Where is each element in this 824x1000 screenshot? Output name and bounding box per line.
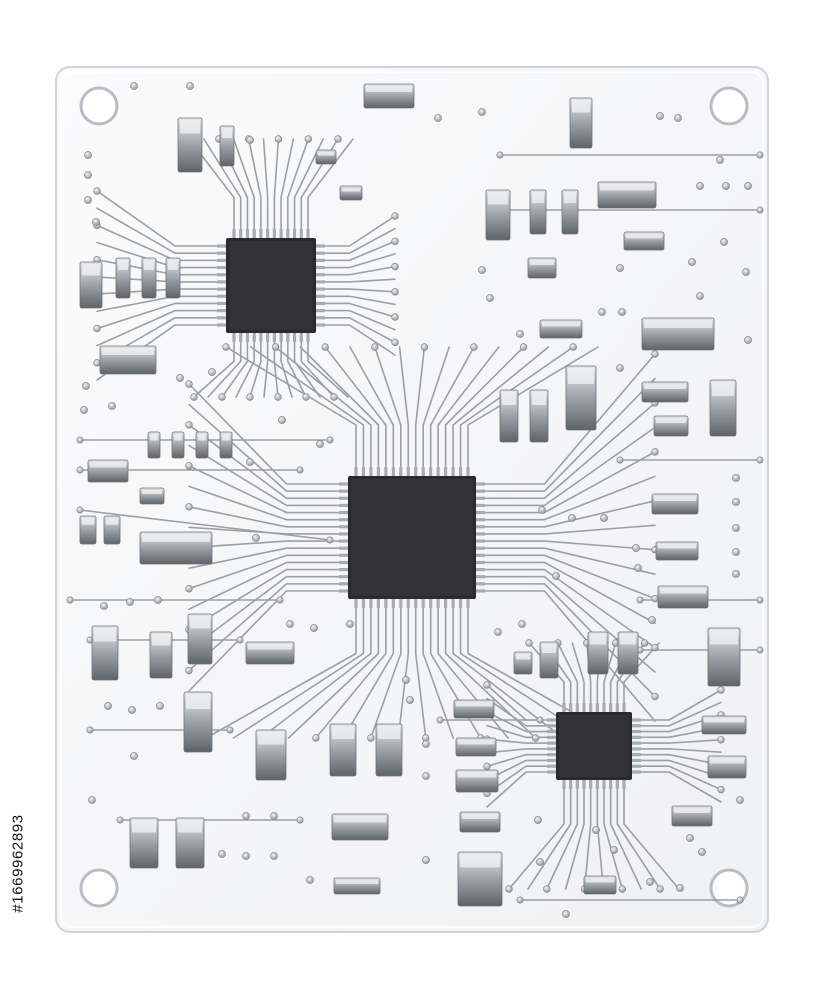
smd-part — [453, 699, 495, 719]
smd-part — [641, 317, 715, 351]
smd-part — [701, 715, 747, 735]
smd-part — [103, 515, 121, 545]
smd-part — [617, 631, 639, 675]
mounting-hole — [79, 86, 119, 126]
smd-part — [183, 691, 213, 753]
chip-center — [339, 467, 485, 608]
smd-part — [79, 515, 97, 545]
smd-part — [79, 261, 103, 309]
smd-part — [315, 149, 337, 165]
mounting-holes — [79, 86, 749, 908]
smd-part — [455, 769, 499, 793]
smd-part — [655, 541, 699, 561]
smd-part — [363, 83, 415, 109]
smd-part — [149, 631, 173, 679]
smd-part — [175, 817, 205, 869]
smd-part — [597, 181, 657, 209]
smd-part — [459, 811, 501, 833]
smd-part — [339, 185, 363, 201]
smd-part — [141, 257, 157, 299]
smd-part — [329, 723, 357, 777]
mounting-hole — [709, 86, 749, 126]
smd-part — [539, 641, 559, 679]
chip-top-left — [217, 229, 325, 342]
smd-part — [641, 381, 689, 403]
smd-part — [529, 189, 547, 235]
smd-part — [195, 431, 209, 459]
stock-id-text: #1669962893 — [9, 813, 27, 913]
smd-part — [651, 493, 699, 515]
smd-part — [707, 627, 741, 687]
smd-part — [657, 585, 709, 609]
smd-part — [671, 805, 713, 827]
smd-part — [707, 755, 747, 779]
smd-part — [709, 379, 737, 437]
smd-part — [565, 365, 597, 431]
smd-part — [187, 613, 213, 665]
smd-part — [171, 431, 185, 459]
smd-part — [527, 257, 557, 279]
smd-part — [513, 651, 533, 675]
smd-part — [499, 389, 519, 443]
smd-part — [539, 319, 583, 339]
smd-part — [99, 345, 157, 375]
smd-part — [115, 257, 131, 299]
smd-part — [333, 877, 381, 895]
smd-part — [375, 723, 403, 777]
chip-bottom-right — [547, 703, 641, 789]
smd-part — [129, 817, 159, 869]
smd-part — [87, 459, 129, 483]
smd-part — [529, 389, 549, 443]
smd-part — [219, 125, 235, 167]
mounting-hole — [79, 868, 119, 908]
smd-part — [139, 531, 213, 565]
smd-part — [561, 189, 579, 235]
ic-chips — [217, 229, 641, 789]
smd-part — [91, 625, 119, 681]
mounting-hole — [709, 868, 749, 908]
smd-part — [219, 431, 233, 459]
smd-part — [455, 737, 497, 757]
smd-part — [583, 875, 617, 895]
smd-part — [255, 729, 287, 781]
smd-part — [653, 415, 689, 437]
smd-part — [485, 189, 511, 241]
smd-part — [623, 231, 665, 251]
smd-part — [569, 97, 593, 149]
smd-part — [587, 631, 609, 675]
smd-part — [331, 813, 389, 841]
smd-part — [139, 487, 165, 505]
smd-components — [79, 83, 747, 907]
smd-part — [457, 851, 503, 907]
smd-part — [245, 641, 295, 665]
smd-part — [165, 257, 181, 299]
stock-id-label: #1669962893 — [0, 738, 36, 988]
smd-part — [177, 117, 203, 173]
smd-part — [147, 431, 161, 459]
